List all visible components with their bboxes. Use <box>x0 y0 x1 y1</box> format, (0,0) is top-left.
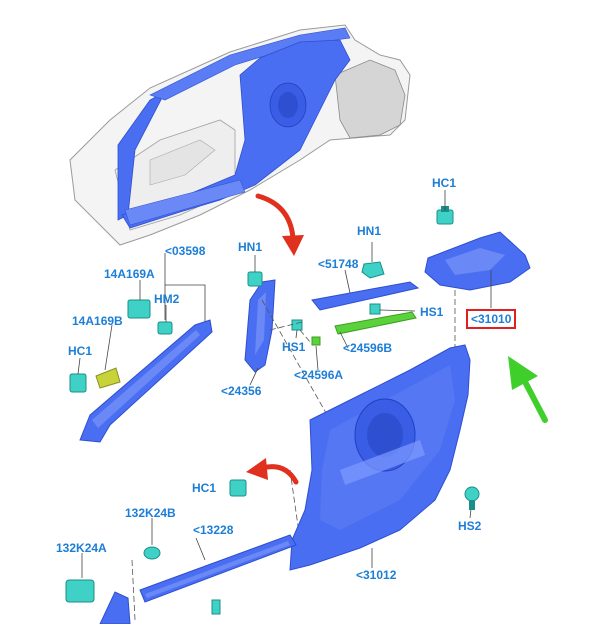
b-pillar-trim-24356 <box>244 279 276 373</box>
label-31012: <31012 <box>356 568 397 582</box>
hs2-screw <box>464 486 480 510</box>
label-hm2: HM2 <box>154 292 180 306</box>
label-132k24b: 132K24B <box>125 506 176 520</box>
label-hc1-bottom: HC1 <box>192 481 217 495</box>
hc1-left-clip <box>69 373 87 393</box>
upper-quarter-trim <box>424 231 531 291</box>
green-strip-24596b <box>334 311 417 335</box>
label-03598: <03598 <box>165 244 206 258</box>
label-31010-highlighted: <31010 <box>466 309 517 329</box>
label-hn1-mid: HN1 <box>357 224 382 238</box>
red-arrow-bottom <box>246 458 299 485</box>
green-clip-24596a <box>311 336 321 346</box>
sill-trim-13228 <box>139 534 297 603</box>
label-13228: <13228 <box>193 523 234 537</box>
hm2-clip <box>157 321 173 335</box>
hs1-left-screw <box>291 319 303 331</box>
clip-132k24a <box>65 579 95 603</box>
label-hn1-left: HN1 <box>238 240 263 254</box>
label-132k24a: 132K24A <box>56 541 107 555</box>
trim-bar-51748 <box>311 281 420 311</box>
label-51748: <51748 <box>318 257 359 271</box>
clip-14a169b <box>95 367 121 389</box>
label-24596b: <24596B <box>343 341 393 355</box>
a-pillar-trim-car <box>117 91 166 221</box>
label-hs1-right: HS1 <box>420 305 444 319</box>
label-24596a: <24596A <box>294 368 344 382</box>
label-hc1-left: HC1 <box>68 344 93 358</box>
red-arrow-top <box>255 193 304 256</box>
lower-pillar-trim <box>99 591 131 625</box>
label-hs1-left: HS1 <box>282 340 306 354</box>
push-pin-bottom <box>211 599 221 615</box>
label-14a169a: 14A169A <box>104 267 155 281</box>
hn1-mid-nut <box>361 242 385 279</box>
green-arrow <box>508 356 548 423</box>
quarter-trim-31012 <box>289 344 471 571</box>
hn1-left-nut <box>247 271 263 287</box>
label-hc1-top: HC1 <box>432 176 457 190</box>
a-pillar-trim-03598 <box>79 319 213 443</box>
clip-132k24b <box>143 546 161 560</box>
hs1-right-screw <box>369 303 416 315</box>
hc1-bottom-clip <box>229 479 247 497</box>
label-14a169b: 14A169B <box>72 314 123 328</box>
label-hs2: HS2 <box>458 519 482 533</box>
label-24356: <24356 <box>221 384 262 398</box>
leader-lines <box>77 190 492 578</box>
clip-14a169a <box>127 299 151 319</box>
car-body-illustration <box>69 24 411 246</box>
